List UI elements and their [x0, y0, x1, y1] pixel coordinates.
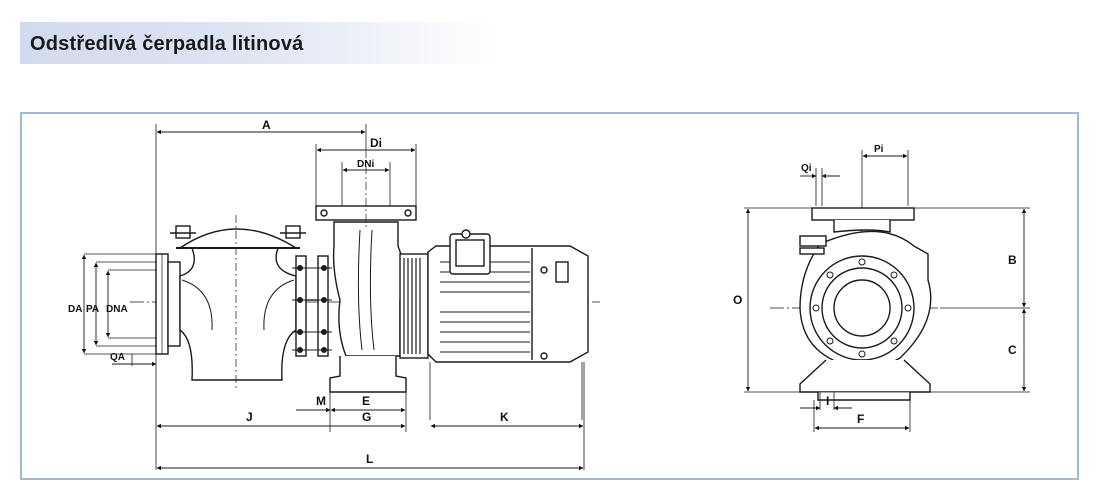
dim-label-qa: QA	[110, 352, 125, 363]
side-view-labels: A Di DNi DA PA DNA QA J M E G K L	[68, 118, 509, 466]
dim-label-o: O	[733, 293, 742, 307]
dim-label-da: DA	[68, 304, 82, 315]
dim-label-m: M	[316, 394, 326, 408]
dim-label-b: B	[1008, 253, 1017, 267]
dim-label-e: E	[362, 394, 370, 408]
dim-label-a: A	[262, 118, 271, 132]
dim-label-l: L	[366, 452, 373, 466]
dim-label-f: F	[857, 412, 864, 426]
dim-label-dni: DNi	[357, 159, 374, 170]
dim-label-g: G	[362, 410, 371, 424]
section-title-bar: Odstředivá čerpadla litinová	[20, 22, 502, 64]
dim-label-i: I	[826, 394, 829, 408]
side-view	[81, 124, 600, 471]
dim-label-dna: DNA	[106, 304, 128, 315]
front-view-labels: Pi Qi O B C I F	[733, 144, 1017, 426]
dim-label-qi: Qi	[801, 163, 812, 174]
dim-label-c: C	[1008, 343, 1017, 357]
dim-label-pa: PA	[86, 304, 99, 315]
dim-label-j: J	[246, 410, 253, 424]
dim-label-di: Di	[370, 136, 382, 150]
dim-label-pi: Pi	[874, 144, 884, 155]
front-view	[744, 150, 1030, 432]
dim-label-k: K	[500, 410, 509, 424]
section-title: Odstředivá čerpadla litinová	[30, 33, 304, 55]
